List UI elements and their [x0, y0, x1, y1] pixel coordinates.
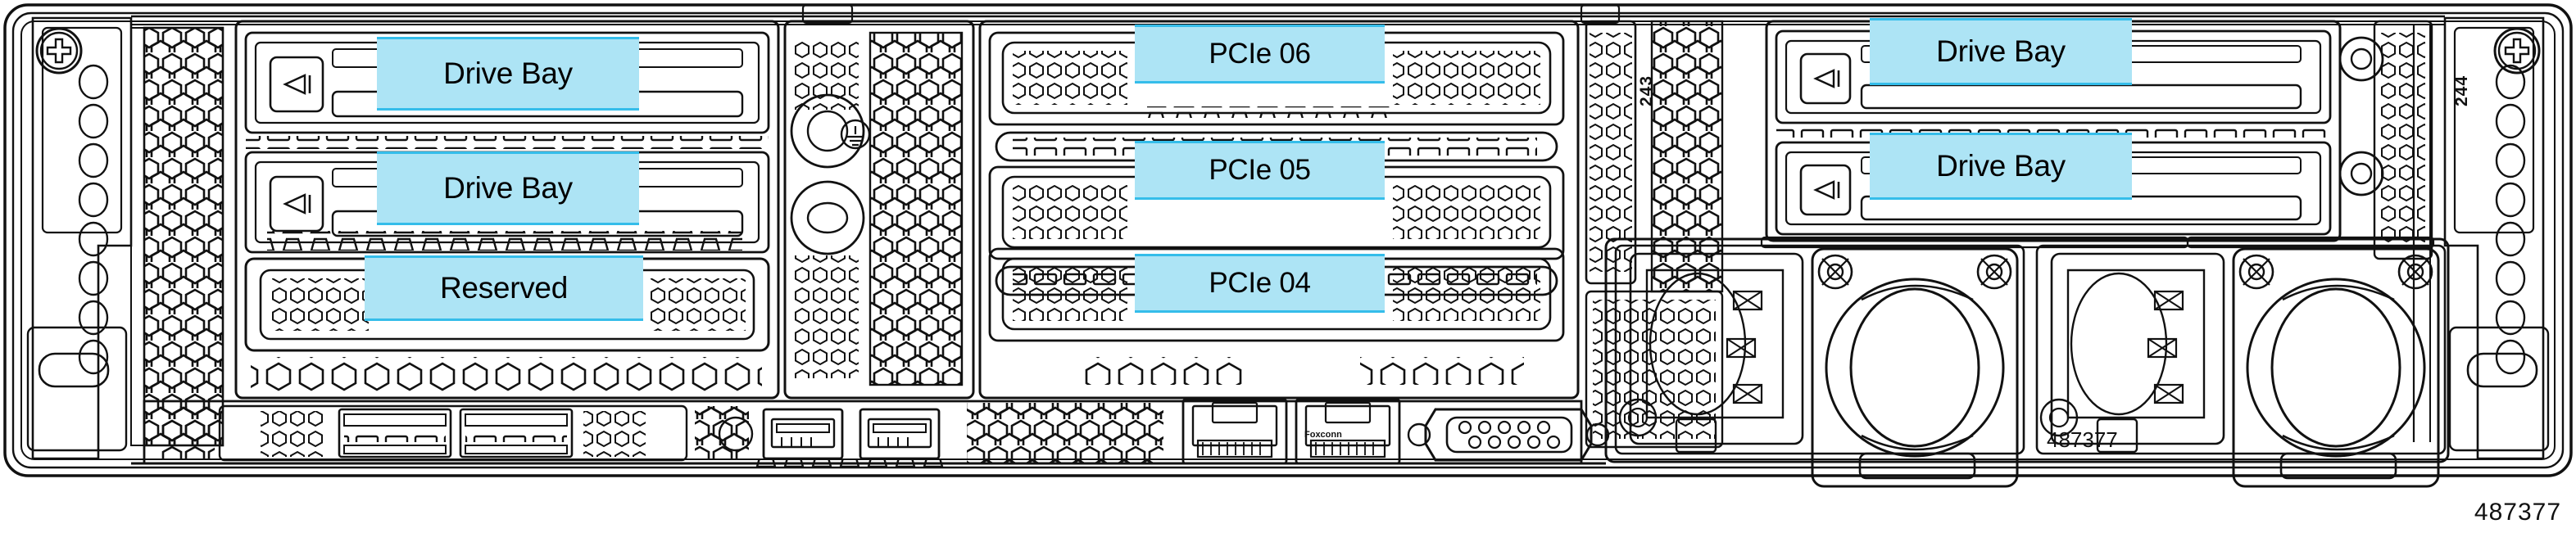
callout-pcie-04: PCIe 04 [1135, 254, 1385, 313]
vent-column-244 [2373, 20, 2433, 442]
callout-drive-bay-3: Drive Bay [1870, 18, 2132, 85]
callout-reserved: Reserved [365, 255, 643, 321]
power-supply-2 [2039, 252, 2225, 454]
fan-2 [2232, 247, 2440, 488]
pcie-slot-04 [988, 247, 1565, 342]
callout-drive-bay-4: Drive Bay [1870, 133, 2132, 200]
reserved-bay [244, 257, 770, 352]
ground-symbol [840, 119, 871, 150]
rj45-port-2 [1295, 398, 1401, 465]
rack-ear-right [2443, 16, 2550, 460]
power-supply-1 [1618, 252, 1804, 454]
drawing-stamp-number: 487377 [2047, 427, 2118, 452]
figure-number: 487377 [2474, 499, 2561, 526]
rj45-port-1 [1181, 398, 1288, 465]
chassis-outline [3, 3, 2573, 477]
usb-port-2 [859, 408, 941, 460]
rj45-vendor-mark: Foxconn [1304, 430, 1342, 440]
silkscreen-ref-243: 243 [1637, 75, 1656, 106]
ocp-connector-2 [459, 408, 574, 458]
rack-ear-left [26, 16, 133, 460]
vent-left-strip [130, 26, 224, 447]
vga-port [1407, 408, 1610, 462]
usb-port-1 [762, 408, 844, 460]
callout-pcie-05: PCIe 05 [1135, 141, 1385, 200]
callout-pcie-06: PCIe 06 [1135, 25, 1385, 84]
center-riser-column [783, 20, 975, 400]
power-supply-bay [1604, 236, 2450, 488]
pcie-slot-05 [988, 165, 1565, 260]
io-panel [131, 398, 1610, 472]
vent-column-243 [1585, 20, 1724, 449]
ocp-connector-1 [338, 408, 452, 458]
fan-1 [1811, 247, 2019, 488]
callout-drive-bay-2: Drive Bay [377, 151, 639, 225]
callout-drive-bay-1: Drive Bay [377, 37, 639, 111]
thumbscrew-lower [790, 180, 865, 255]
silkscreen-ref-244: 244 [2452, 75, 2471, 106]
